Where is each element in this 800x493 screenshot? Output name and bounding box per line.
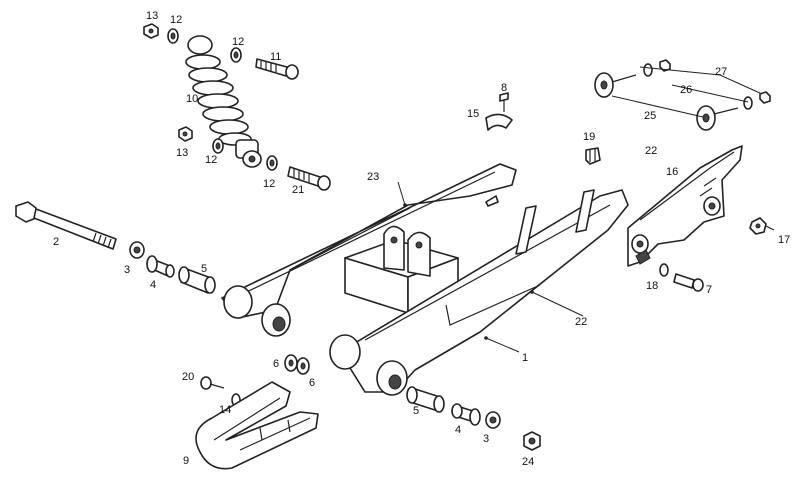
callout-18: 18 — [646, 280, 658, 292]
washer-12-top — [167, 28, 179, 44]
bracket-23-tab — [485, 195, 499, 207]
callout-8: 8 — [501, 82, 507, 94]
callout-7: 7 — [706, 284, 712, 296]
callout-6-right: 6 — [309, 377, 315, 389]
chain-guard-16 — [627, 145, 743, 267]
callout-1: 1 — [522, 352, 528, 364]
callout-5-right: 5 — [413, 405, 419, 417]
washer-26-lower — [743, 96, 753, 110]
callout-11: 11 — [270, 51, 281, 63]
clip-19 — [585, 147, 601, 165]
bush-5-right — [406, 386, 445, 413]
callout-5-left: 5 — [201, 263, 207, 275]
callout-12-top: 12 — [170, 14, 182, 26]
callout-3-right: 3 — [483, 433, 489, 445]
callout-14: 14 — [219, 404, 231, 416]
bush-25-lower — [696, 105, 739, 131]
screw-17 — [749, 217, 775, 235]
swingarm-spindle — [15, 201, 117, 250]
callout-19: 19 — [583, 131, 595, 143]
callout-12-bottom-left: 12 — [205, 154, 217, 166]
callout-17: 17 — [778, 234, 790, 246]
nut-13-top — [143, 23, 159, 39]
callout-20: 20 — [182, 371, 194, 383]
washer-26-upper — [643, 63, 653, 77]
clip-15 — [485, 113, 513, 131]
screw-7 — [673, 273, 704, 292]
callout-27: 27 — [715, 66, 727, 78]
screw-20 — [200, 376, 225, 390]
callout-4-left: 4 — [150, 279, 156, 291]
callout-25: 25 — [644, 110, 656, 122]
callout-6-left: 6 — [273, 358, 279, 370]
nut-24 — [523, 431, 541, 451]
callout-22-top: 22 — [645, 145, 657, 157]
nut-27-upper — [659, 59, 671, 72]
callout-13-top: 13 — [146, 10, 158, 22]
callout-26: 26 — [680, 84, 692, 96]
callout-12-bottom-right: 12 — [263, 178, 275, 190]
washers-6 — [284, 354, 310, 375]
callout-16: 16 — [666, 166, 678, 178]
screw-8 — [499, 92, 509, 112]
washer-12-right-top — [230, 47, 242, 63]
leader-lines — [397, 66, 763, 353]
callout-labels: 13 12 12 11 10 13 12 12 21 8 15 27 26 25… — [53, 10, 790, 468]
callout-15: 15 — [467, 108, 479, 120]
callout-10: 10 — [186, 93, 198, 105]
callout-13-bottom: 13 — [176, 147, 188, 159]
chain-slider-9 — [195, 381, 319, 470]
bush-4-right — [451, 403, 481, 426]
nut-27-lower — [759, 91, 771, 104]
callout-22-bottom: 22 — [575, 316, 587, 328]
nut-13-bottom — [178, 126, 193, 142]
bush-25-upper — [594, 72, 637, 98]
callout-9: 9 — [183, 455, 189, 467]
washer-3-right — [485, 411, 501, 429]
washer-3-left — [129, 241, 145, 259]
callout-3-left: 3 — [124, 264, 130, 276]
callout-21: 21 — [292, 184, 304, 196]
washer-12-bottom-right — [266, 155, 278, 171]
bush-5-left — [178, 266, 216, 294]
washer-18 — [659, 263, 669, 277]
callout-23: 23 — [367, 171, 379, 183]
bolt-11 — [255, 58, 299, 80]
callout-2: 2 — [53, 236, 59, 248]
callout-4-right: 4 — [455, 424, 461, 436]
bush-4-left — [146, 255, 175, 278]
callout-12-right-top: 12 — [232, 36, 244, 48]
bolt-21 — [287, 166, 331, 191]
washer-12-bottom-left — [212, 138, 224, 154]
swingarm — [221, 163, 629, 396]
callout-24: 24 — [522, 456, 534, 468]
